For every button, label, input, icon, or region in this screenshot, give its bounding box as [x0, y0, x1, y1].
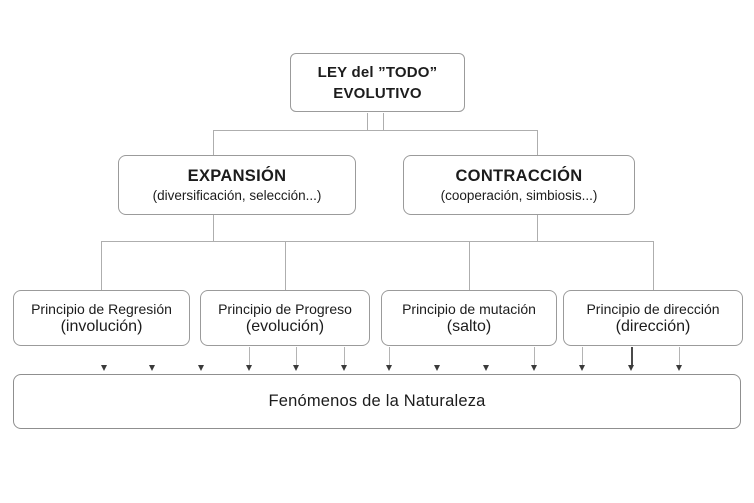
direccion-title: Principio de dirección	[586, 300, 720, 317]
arrowhead-icon	[149, 365, 155, 371]
down-arrow	[101, 347, 108, 372]
expansion-title: EXPANSIÓN	[187, 167, 287, 185]
arrowhead-icon	[386, 365, 392, 371]
mutacion-subtitle: (salto)	[446, 317, 492, 335]
connector-drop-progreso	[285, 242, 286, 290]
arrowhead-icon	[628, 365, 634, 371]
connector-drop-mutacion	[469, 242, 470, 290]
node-principio-direccion: Principio de dirección (dirección)	[563, 290, 743, 346]
node-contraction: CONTRACCIÓN (cooperación, simbiosis...)	[403, 155, 635, 215]
arrowhead-icon	[531, 365, 537, 371]
footer-label: Fenómenos de la Naturaleza	[268, 392, 486, 410]
down-arrow	[386, 347, 393, 372]
connector-contraction-to-rail	[537, 215, 538, 242]
regresion-subtitle: (involución)	[60, 317, 143, 335]
node-ley-del-todo: LEY del ”TODO” EVOLUTIVO	[290, 53, 465, 112]
arrow-stem	[630, 347, 633, 365]
connector-expansion-to-rail	[213, 215, 214, 242]
arrow-stem	[296, 347, 297, 365]
connector-drop-expansion	[213, 130, 214, 155]
contraction-title: CONTRACCIÓN	[455, 167, 583, 185]
down-arrow	[579, 347, 586, 372]
node-principio-mutacion: Principio de mutación (salto)	[381, 290, 557, 346]
arrow-stem	[534, 347, 535, 365]
down-arrow	[341, 347, 348, 372]
arrowhead-icon	[246, 365, 252, 371]
arrowhead-icon	[293, 365, 299, 371]
progreso-subtitle: (evolución)	[245, 317, 325, 335]
arrowhead-icon	[676, 365, 682, 371]
down-arrow	[628, 347, 635, 372]
arrow-stem	[679, 347, 680, 365]
arrowhead-icon	[579, 365, 585, 371]
down-arrow	[198, 347, 205, 372]
arrow-stem	[582, 347, 583, 365]
root-title-line1: LEY del ”TODO”	[317, 63, 438, 81]
down-arrow	[293, 347, 300, 372]
connector-level3-rail	[101, 241, 654, 242]
direccion-subtitle: (dirección)	[615, 317, 691, 335]
node-principio-progreso: Principio de Progreso (evolución)	[200, 290, 370, 346]
connector-root-double-line-right	[383, 113, 384, 130]
node-expansion: EXPANSIÓN (diversificación, selección...…	[118, 155, 356, 215]
mutacion-title: Principio de mutación	[402, 300, 536, 317]
connector-root-double-line-left	[367, 113, 368, 130]
arrowhead-icon	[101, 365, 107, 371]
arrow-stem	[249, 347, 250, 365]
down-arrow	[246, 347, 253, 372]
node-fenomenos-naturaleza: Fenómenos de la Naturaleza	[13, 374, 741, 429]
connector-drop-contraction	[537, 130, 538, 155]
regresion-title: Principio de Regresión	[31, 300, 172, 317]
arrowhead-icon	[483, 365, 489, 371]
connector-drop-direccion	[653, 242, 654, 290]
down-arrow	[531, 347, 538, 372]
arrowhead-icon	[434, 365, 440, 371]
connector-drop-regresion	[101, 242, 102, 290]
arrow-stem	[344, 347, 345, 365]
down-arrow	[676, 347, 683, 372]
progreso-title: Principio de Progreso	[218, 300, 352, 317]
expansion-subtitle: (diversificación, selección...)	[152, 188, 322, 203]
arrowhead-icon	[198, 365, 204, 371]
down-arrow	[483, 347, 490, 372]
arrow-stem	[389, 347, 390, 365]
node-principio-regresion: Principio de Regresión (involución)	[13, 290, 190, 346]
connector-level2-rail	[213, 130, 538, 131]
arrowhead-icon	[341, 365, 347, 371]
down-arrow	[434, 347, 441, 372]
root-title-line2: EVOLUTIVO	[333, 84, 422, 102]
down-arrow	[149, 347, 156, 372]
contraction-subtitle: (cooperación, simbiosis...)	[440, 188, 598, 203]
